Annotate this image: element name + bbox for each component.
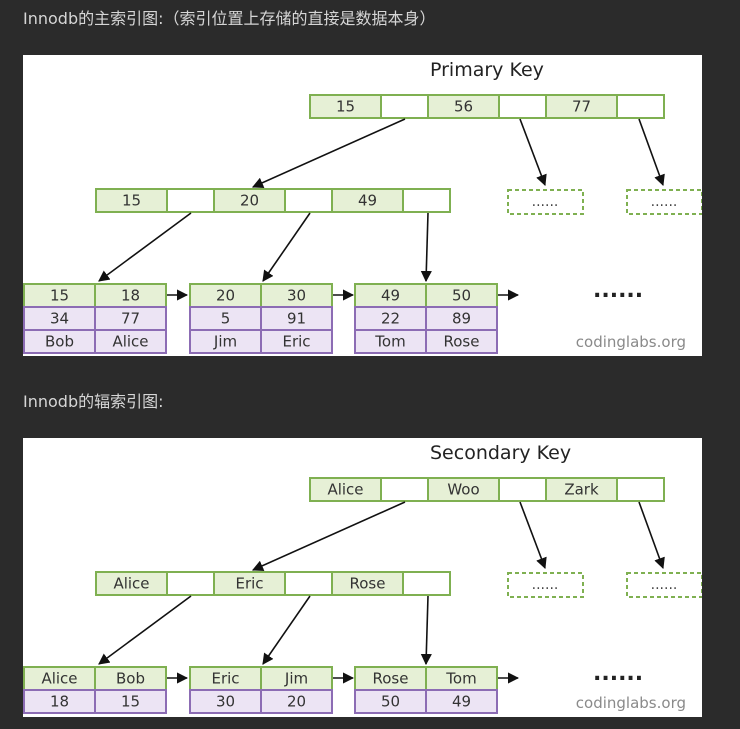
primary-root-key-0-label: 15	[336, 98, 355, 116]
primary-title: Primary Key	[430, 59, 544, 81]
secondary-arrow-root-right	[638, 501, 665, 570]
primary-arrow-root-left	[251, 118, 406, 188]
primary-root-key-1-label: 56	[454, 98, 473, 116]
primary-ellipsis: ......	[593, 278, 643, 303]
secondary-leaf2-row0-col1-label: 49	[452, 693, 471, 711]
secondary-root-key-2-label: Zark	[564, 481, 599, 499]
primary-leaf2-row1-col1-cell	[425, 329, 498, 354]
primary-root-pointer-1-cell	[498, 94, 547, 119]
secondary-arrow-root-left	[251, 501, 406, 571]
primary-arrow-root-right	[638, 118, 665, 187]
primary-arrow-l2-1	[262, 212, 311, 282]
primary-leaf0-row1-col0-label: Bob	[45, 333, 74, 351]
secondary-title: Secondary Key	[430, 442, 571, 464]
secondary-leaf2-row0-col0-label: 50	[381, 693, 400, 711]
primary-placeholder-node-1	[626, 189, 702, 215]
primary-leaf0-key-0-label: 15	[50, 287, 69, 305]
primary-leaf1-row0-col1-label: 91	[287, 310, 306, 328]
secondary-leaf2-key-0-label: Rose	[373, 670, 409, 688]
primary-leaf2-row0-col1-label: 89	[452, 310, 471, 328]
secondary-leaf1-row0-col0-label: 30	[216, 693, 235, 711]
secondary-leaf1-row0-col1-label: 20	[287, 693, 306, 711]
secondary-arrow-l2-2	[420, 595, 432, 666]
secondary-leaf2-key-1-label: Tom	[445, 670, 476, 688]
secondary-level2-pointer-0-cell	[166, 571, 215, 596]
primary-leaf0-row0-col1-label: 77	[121, 310, 140, 328]
primary-placeholder-dots-1: ......	[651, 194, 678, 210]
secondary-leaf1-key-0-label: Eric	[211, 670, 239, 688]
primary-level2-key-2-label: 49	[358, 192, 377, 210]
secondary-level2-key-0-label: Alice	[113, 575, 149, 593]
secondary-root-pointer-0-cell	[380, 477, 429, 502]
secondary-placeholder-node-0	[507, 572, 584, 598]
secondary-root-key-1-label: Woo	[447, 481, 479, 499]
primary-root-pointer-0-cell	[380, 94, 429, 119]
secondary-placeholder-dots-0: ......	[532, 577, 559, 593]
secondary-leaf0-row0-col0-label: 18	[50, 693, 69, 711]
primary-leaf1-key-0-label: 20	[216, 287, 235, 305]
primary-root-pointer-2-cell	[616, 94, 665, 119]
primary-watermark: codinglabs.org	[576, 333, 686, 351]
secondary-level2-pointer-2-cell	[402, 571, 451, 596]
primary-leaf0-key-1-label: 18	[121, 287, 140, 305]
primary-leaf2-row1-col1-label: Rose	[444, 333, 480, 351]
primary-level2-key-0-label: 15	[122, 192, 141, 210]
primary-leaf0-row1-col1-label: Alice	[112, 333, 148, 351]
primary-leaf1-row1-col1-label: Eric	[282, 333, 310, 351]
secondary-arrow-root-mid	[519, 501, 547, 570]
primary-arrow-root-mid	[519, 118, 547, 187]
primary-root-key-2-label: 77	[572, 98, 591, 116]
secondary-root-pointer-1-cell	[498, 477, 547, 502]
secondary-leaf1-row0-col1-cell	[260, 689, 333, 714]
primary-level2-pointer-0-cell	[166, 188, 215, 213]
secondary-level2-key-2-label: Rose	[350, 575, 386, 593]
primary-placeholder-dots-0: ......	[532, 194, 559, 210]
secondary-level2-key-1-label: Eric	[235, 575, 263, 593]
primary-leaf1-row1-col0-label: Jim	[213, 333, 237, 351]
secondary-placeholder-dots-1: ......	[651, 577, 678, 593]
primary-leaf2-row0-col0-label: 22	[381, 310, 400, 328]
secondary-leaf0-key-0-label: Alice	[41, 670, 77, 688]
secondary-leaf1-key-1-label: Jim	[284, 670, 308, 688]
primary-leaf1-key-1-label: 30	[287, 287, 306, 305]
secondary-leaf0-row0-col1-label: 15	[121, 693, 140, 711]
primary-leaf2-key-0-label: 49	[381, 287, 400, 305]
secondary-level2-pointer-1-cell	[284, 571, 333, 596]
primary-level2-pointer-2-cell	[402, 188, 451, 213]
primary-index-heading: Innodb的主索引图:（索引位置上存储的直接是数据本身）	[23, 9, 436, 28]
secondary-arrow-l2-0	[98, 595, 192, 665]
primary-leaf0-row1-col1-cell	[94, 329, 167, 354]
secondary-root-key-0-label: Alice	[327, 481, 363, 499]
secondary-leaf0-key-1-label: Bob	[116, 670, 145, 688]
secondary-leaf0-row0-col1-cell	[94, 689, 167, 714]
secondary-leaf2-row0-col1-cell	[425, 689, 498, 714]
primary-placeholder-node-0	[507, 189, 584, 215]
primary-key-diagram: Primary Key 15 56 77 15 20 49............ 15 18 3…	[23, 55, 702, 356]
primary-level2-pointer-1-cell	[284, 188, 333, 213]
primary-leaf0-row0-col0-label: 34	[50, 310, 69, 328]
secondary-placeholder-node-1	[626, 572, 702, 598]
primary-level2-key-1-label: 20	[240, 192, 259, 210]
secondary-arrow-l2-1	[262, 595, 311, 665]
primary-leaf2-key-1-label: 50	[452, 287, 471, 305]
primary-arrow-l2-2	[420, 212, 432, 283]
primary-key-tree: Primary Key 15 56 77 15 20 49............ 15 18 3…	[23, 59, 702, 354]
secondary-index-heading: Innodb的辐索引图:	[23, 392, 164, 411]
primary-leaf1-row0-col0-label: 5	[221, 310, 231, 328]
primary-leaf1-row1-col1-cell	[260, 329, 333, 354]
secondary-watermark: codinglabs.org	[576, 694, 686, 712]
primary-arrow-l2-0	[98, 212, 192, 282]
secondary-ellipsis: ......	[593, 661, 643, 686]
secondary-root-pointer-2-cell	[616, 477, 665, 502]
primary-leaf2-row1-col0-label: Tom	[374, 333, 405, 351]
